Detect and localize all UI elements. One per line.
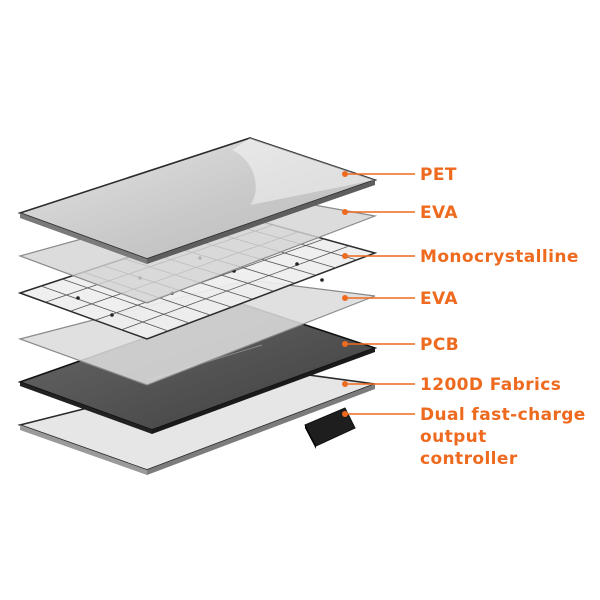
label-controller-line-2: output xyxy=(420,427,487,447)
leader-fabrics xyxy=(342,381,415,387)
label-eva-top: EVA xyxy=(420,203,458,223)
leader-controller xyxy=(342,411,415,417)
label-monocrystalline: Monocrystalline xyxy=(420,247,579,267)
label-controller-line-3: controller xyxy=(420,449,518,469)
leader-pet xyxy=(342,171,415,177)
leader-eva-top xyxy=(342,209,415,215)
label-eva-bottom: EVA xyxy=(420,289,458,309)
layer-pet xyxy=(17,137,378,264)
label-controller-line-1: Dual fast-charge xyxy=(420,405,586,425)
controller-box xyxy=(304,407,356,449)
leader-pcb xyxy=(342,341,415,347)
leader-monocrystalline xyxy=(342,253,415,259)
label-fabrics: 1200D Fabrics xyxy=(420,375,561,395)
leader-eva-bottom xyxy=(342,295,415,301)
label-pcb: PCB xyxy=(420,335,459,355)
label-pet: PET xyxy=(420,165,457,185)
